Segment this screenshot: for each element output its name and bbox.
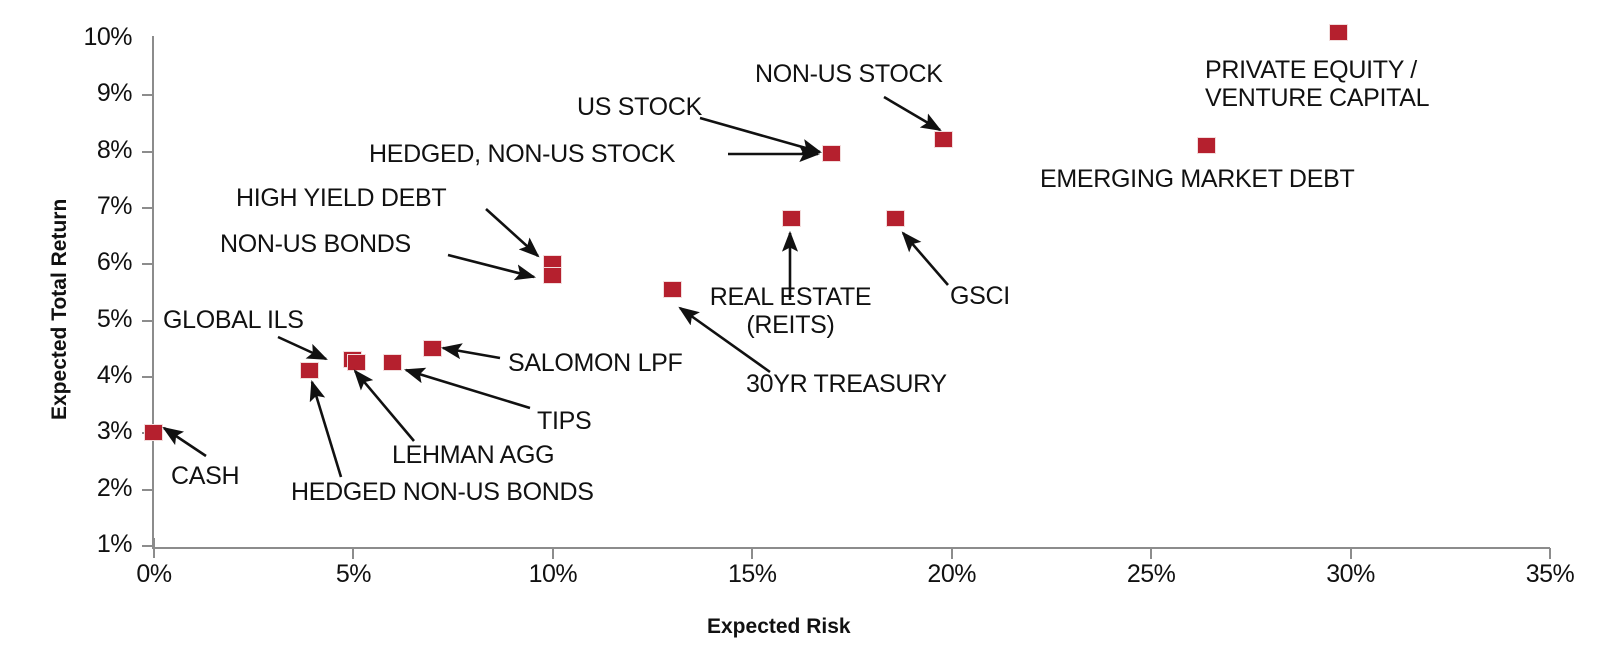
- annotation-real-estate-line1: REAL ESTATE: [709, 283, 872, 311]
- x-tick-label: 10%: [528, 560, 578, 588]
- data-point: [144, 424, 163, 442]
- y-tick-mark: [142, 207, 153, 209]
- y-tick-label: 6%: [96, 248, 133, 277]
- x-tick-mark: [1349, 548, 1352, 559]
- data-point: [1328, 24, 1348, 42]
- data-point: [662, 280, 682, 298]
- x-tick-mark: [950, 548, 953, 559]
- annotation-30yr-treasury: 30YR TREASURY: [746, 370, 947, 398]
- y-tick-mark: [142, 545, 153, 547]
- x-axis-title: Expected Risk: [707, 615, 851, 638]
- data-point: [782, 210, 802, 228]
- x-tick-mark: [1150, 548, 1153, 559]
- y-tick-label: 5%: [96, 304, 133, 333]
- data-point: [299, 362, 319, 380]
- data-point: [885, 210, 905, 228]
- annotation-emerging-market-debt: EMERGING MARKET DEBT: [1040, 165, 1355, 193]
- y-tick-label: 7%: [96, 192, 133, 220]
- data-point: [822, 145, 842, 163]
- x-tick-mark: [551, 548, 554, 559]
- annotation-non-us-bonds: NON-US BONDS: [220, 230, 411, 258]
- annotation-private-equity-line2: VENTURE CAPITAL: [1205, 84, 1430, 112]
- y-tick-mark: [142, 376, 153, 378]
- x-tick-mark: [153, 538, 155, 558]
- y-tick-label: 2%: [96, 473, 133, 502]
- annotation-hedged-non-us-bonds: HEDGED NON-US BONDS: [291, 478, 594, 506]
- annotation-gsci: GSCI: [950, 282, 1010, 310]
- y-tick-mark: [142, 94, 153, 97]
- x-tick-mark: [751, 548, 754, 559]
- x-tick-label: 15%: [728, 560, 777, 588]
- x-tick-mark: [1549, 548, 1551, 559]
- y-tick-mark: [142, 150, 153, 153]
- x-tick-label: 5%: [335, 560, 372, 588]
- y-tick-label: 1%: [96, 530, 133, 558]
- annotation-us-stock: US STOCK: [577, 93, 702, 121]
- y-tick-label: 8%: [96, 135, 133, 164]
- y-tick-label: 9%: [96, 79, 133, 108]
- y-axis-title: Expected Total Return: [48, 198, 71, 420]
- x-axis-line: [152, 547, 1550, 549]
- annotation-real-estate-line2: (REITS): [746, 311, 835, 339]
- y-axis-line: [152, 36, 154, 548]
- annotation-private-equity-line1: PRIVATE EQUITY /: [1205, 56, 1417, 84]
- data-point: [933, 131, 953, 149]
- y-tick-mark: [142, 319, 153, 322]
- data-point: [423, 339, 443, 357]
- y-tick-label: 4%: [96, 361, 133, 389]
- annotation-lehman-agg: LEHMAN AGG: [392, 441, 555, 469]
- annotation-salomon-lpf: SALOMON LPF: [508, 349, 683, 377]
- x-tick-mark: [352, 548, 355, 559]
- x-tick-label: 20%: [927, 560, 976, 588]
- annotation-hedged-non-us-stock: HEDGED, NON-US STOCK: [369, 140, 676, 168]
- annotation-cash: CASH: [171, 462, 240, 490]
- x-tick-label: 25%: [1126, 560, 1176, 588]
- data-point: [383, 353, 403, 371]
- y-tick-label: 10%: [83, 23, 132, 51]
- annotation-tips: TIPS: [537, 407, 592, 435]
- annotation-high-yield-debt: HIGH YIELD DEBT: [236, 184, 447, 212]
- annotation-global-ils: GLOBAL ILS: [163, 306, 304, 334]
- y-tick-mark: [142, 263, 153, 266]
- x-tick-label: 0%: [136, 560, 172, 588]
- data-point: [1196, 137, 1216, 155]
- data-point: [347, 353, 367, 371]
- x-tick-label: 30%: [1326, 560, 1375, 588]
- annotation-non-us-stock: NON-US STOCK: [755, 60, 943, 88]
- y-tick-label: 3%: [96, 417, 133, 446]
- y-tick-mark: [142, 488, 153, 491]
- x-tick-label: 35%: [1525, 560, 1575, 588]
- data-point: [542, 266, 562, 284]
